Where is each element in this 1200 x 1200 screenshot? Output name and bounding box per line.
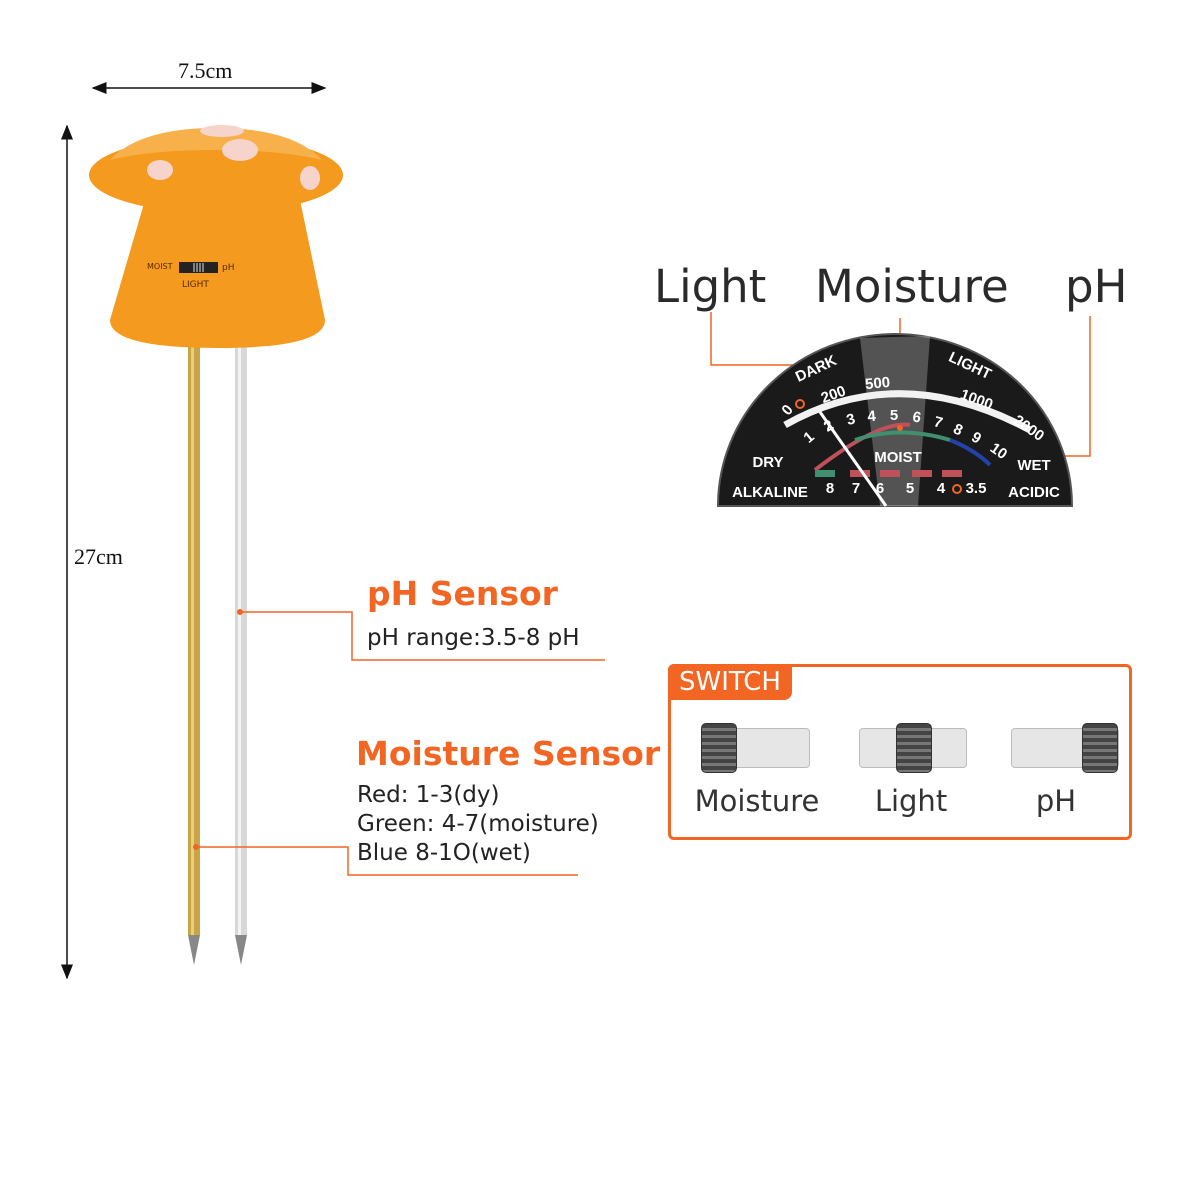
gauge-moist-label: MOIST [874,449,922,466]
switch-panel [668,664,1132,840]
ph-scale-tick-label: 5 [906,480,914,497]
device-light-label: LIGHT [182,280,209,290]
switch-ph-label: pH [1035,784,1077,818]
device-moist-label: MOIST [147,262,173,271]
moist-scale-tick-label: 6 [911,408,922,426]
meter-gauge: DARK LIGHT DRY MOIST WET ALKALINE ACIDIC… [716,333,1074,507]
moist-scale-tick-label: 4 [867,408,877,426]
switch-moisture-label: Moisture [694,784,820,818]
switch-knob-icon [896,723,932,773]
soil-meter-device [89,125,343,965]
moisture-green-text: Green: 4-7(moisture) [357,811,599,837]
ph-range-text: pH range:3.5-8 pH [367,625,580,651]
device-ph-label: pH [222,263,235,273]
moist-scale-tick-label: 10 [987,440,1010,463]
header-moisture: Moisture [815,260,1009,313]
ph-scale-tick-label: 4 [937,480,946,497]
switch-light-position [859,723,967,773]
ph-scale-tick-label: 8 [826,480,834,497]
moisture-sensor-title: Moisture Sensor [356,734,661,773]
moisture-blue-text: Blue 8-1O(wet) [357,840,531,866]
mushroom-cap [89,137,343,213]
moist-scale-tick-label: 5 [890,407,898,424]
gauge-wet-label: WET [1017,457,1050,474]
ph-scale-tick-label: 6 [876,480,884,497]
switch-knob-icon [701,723,737,773]
device-switch-knob [193,263,204,272]
switch-light-label: Light [874,784,948,818]
ph-scale-tick-label: 3.5 [966,480,987,497]
height-label: 27cm [74,544,123,569]
switch-moisture-position [701,723,810,773]
gauge-dry-label: DRY [752,454,783,471]
header-light: Light [654,260,767,313]
device-switch [179,262,218,273]
gauge-needle [818,411,888,507]
gauge-alkaline-label: ALKALINE [732,484,808,501]
header-ph: pH [1065,260,1128,313]
ph-scale-tick-label: 7 [852,480,860,497]
switch-panel-title: SWITCH [668,664,792,700]
gauge-acidic-label: ACIDIC [1008,484,1060,501]
width-label: 7.5cm [178,58,233,83]
moisture-red-text: Red: 1-3(dy) [357,782,500,808]
switch-knob-icon [1082,723,1118,773]
light-scale-tick-label: 500 [864,374,890,393]
switch-ph-position [1011,723,1119,773]
mushroom-body [110,200,325,348]
ph-sensor-title: pH Sensor [367,574,558,613]
